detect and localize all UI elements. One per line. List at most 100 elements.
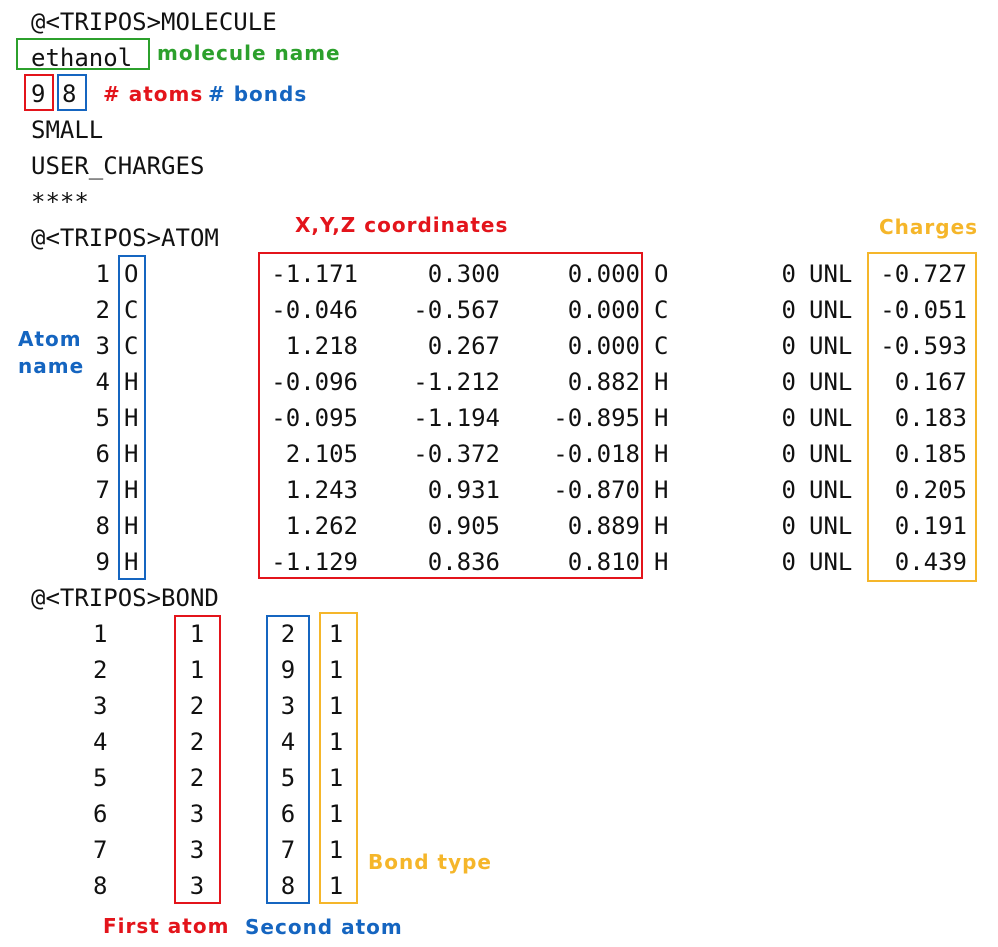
atom-y: 0.267 [427, 332, 500, 360]
bond-type: 1 [328, 656, 344, 684]
bond-second-atom: 9 [280, 656, 296, 684]
bond-second-atom: 3 [280, 692, 296, 720]
atom-name: C [124, 296, 139, 324]
atom-id: 3 [95, 332, 110, 360]
molecule-name: ethanol [31, 44, 133, 72]
atom-z: -0.870 [553, 476, 640, 504]
bond-type: 1 [328, 728, 344, 756]
atom-type: O [654, 260, 669, 288]
atom-residue: UNL [809, 368, 853, 396]
atom-type: H [654, 368, 669, 396]
atom-id: 5 [95, 404, 110, 432]
atom-z: 0.889 [567, 512, 640, 540]
bond-id: 6 [93, 800, 108, 828]
atom-name-annotation: Atom name [18, 327, 85, 378]
atom-name: H [124, 512, 139, 540]
second-atom-box [266, 615, 310, 904]
atom-type: H [654, 476, 669, 504]
atoms-annotation: # atoms [103, 82, 204, 106]
molecule-type: SMALL [31, 116, 104, 144]
atom-z: 0.000 [567, 332, 640, 360]
atom-id: 1 [95, 260, 110, 288]
atom-charge: 0.191 [894, 512, 967, 540]
atom-name: H [124, 440, 139, 468]
atom-residue: UNL [809, 440, 853, 468]
atom-x: 1.262 [285, 512, 358, 540]
molecule-name-annotation: molecule name [157, 41, 341, 65]
atom-charge: -0.727 [880, 260, 967, 288]
atom-type: C [654, 332, 669, 360]
atom-charge: 0.205 [894, 476, 967, 504]
atom-id: 2 [95, 296, 110, 324]
bond-type: 1 [328, 800, 344, 828]
bond-id: 5 [93, 764, 108, 792]
bond-first-atom: 2 [189, 764, 205, 792]
bond-second-atom: 5 [280, 764, 296, 792]
atom-subst-id: 0 [781, 404, 796, 432]
atom-residue: UNL [809, 476, 853, 504]
atom-subst-id: 0 [781, 512, 796, 540]
bond-second-atom: 2 [280, 620, 296, 648]
bond-id: 4 [93, 728, 108, 756]
bonds-annotation: # bonds [208, 82, 308, 106]
status-stars: **** [31, 188, 89, 216]
atom-subst-id: 0 [781, 440, 796, 468]
coordinates-box [258, 252, 643, 579]
molecule-name-box [16, 38, 150, 70]
atom-y: -1.212 [413, 368, 500, 396]
atom-charge: 0.185 [894, 440, 967, 468]
bond-type: 1 [328, 764, 344, 792]
bond-first-atom: 3 [189, 800, 205, 828]
atom-charge: -0.593 [880, 332, 967, 360]
bond-id: 7 [93, 836, 108, 864]
atom-subst-id: 0 [781, 548, 796, 576]
atom-name: H [124, 368, 139, 396]
atom-id: 4 [95, 368, 110, 396]
second-atom-annotation: Second atom [245, 915, 403, 939]
bond-second-atom: 8 [280, 872, 296, 900]
atom-y: 0.836 [427, 548, 500, 576]
atom-y: -0.372 [413, 440, 500, 468]
bond-first-atom: 3 [189, 872, 205, 900]
atom-z: 0.000 [567, 296, 640, 324]
atom-type: H [654, 440, 669, 468]
atom-charge: -0.051 [880, 296, 967, 324]
atom-section-header: @<TRIPOS>ATOM [31, 224, 219, 252]
bond-id: 2 [93, 656, 108, 684]
atom-z: -0.018 [553, 440, 640, 468]
molecule-section-header: @<TRIPOS>MOLECULE [31, 8, 277, 36]
bond-second-atom: 7 [280, 836, 296, 864]
atom-z: 0.882 [567, 368, 640, 396]
bond-type-box [319, 612, 358, 904]
atom-id: 8 [95, 512, 110, 540]
bond-first-atom: 2 [189, 728, 205, 756]
atom-residue: UNL [809, 260, 853, 288]
atom-subst-id: 0 [781, 368, 796, 396]
atom-x: -0.096 [271, 368, 358, 396]
atom-name-box [118, 255, 146, 580]
atom-subst-id: 0 [781, 476, 796, 504]
atom-z: 0.000 [567, 260, 640, 288]
atom-charge: 0.183 [894, 404, 967, 432]
atom-x: -1.129 [271, 548, 358, 576]
atom-x: -1.171 [271, 260, 358, 288]
bond-second-atom: 6 [280, 800, 296, 828]
bond-section-header: @<TRIPOS>BOND [31, 584, 219, 612]
atom-x: -0.046 [271, 296, 358, 324]
atom-y: 0.300 [427, 260, 500, 288]
atom-id: 6 [95, 440, 110, 468]
atom-z: 0.810 [567, 548, 640, 576]
atom-name: H [124, 404, 139, 432]
atom-y: -1.194 [413, 404, 500, 432]
atom-residue: UNL [809, 296, 853, 324]
atom-residue: UNL [809, 512, 853, 540]
atom-y: -0.567 [413, 296, 500, 324]
atom-type: H [654, 512, 669, 540]
bond-type: 1 [328, 692, 344, 720]
atom-x: 2.105 [285, 440, 358, 468]
atom-residue: UNL [809, 332, 853, 360]
atom-y: 0.931 [427, 476, 500, 504]
atom-id: 7 [95, 476, 110, 504]
atom-name: H [124, 548, 139, 576]
bond-count: 8 [62, 80, 77, 108]
